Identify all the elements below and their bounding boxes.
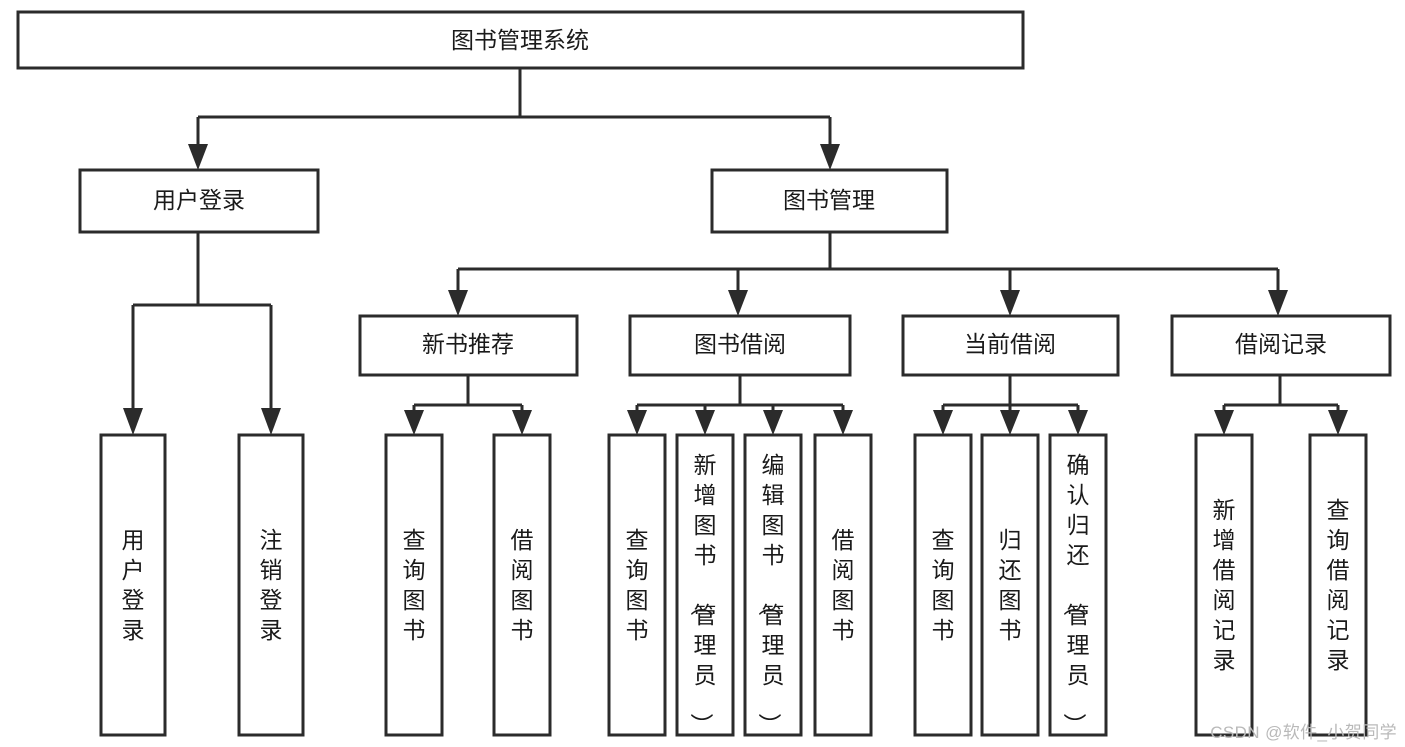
arrowhead-current-borrow	[1000, 290, 1020, 316]
node-leaf-borrow-book-1[interactable]: 借阅图书	[492, 433, 552, 737]
node-borrow-record[interactable]: 借阅记录	[1170, 314, 1392, 377]
arrowhead-leaf-add-record	[1214, 410, 1234, 435]
leaf-layer: 用户登录 注销登录 查询图书 借阅图书 查询图书 新增图书（管理员） 编辑图书（管理员） 借阅…	[99, 433, 1368, 737]
arrowhead-borrow-record	[1268, 290, 1288, 316]
arrowhead-leaf-logout	[261, 408, 281, 435]
node-leaf-add-record-label: 新增借阅记录	[1213, 497, 1236, 673]
node-leaf-return-book-label: 归还图书	[999, 527, 1022, 643]
arrowhead-user-login	[188, 144, 208, 170]
node-new-book-recommend-box[interactable]	[358, 314, 579, 377]
node-leaf-confirm-return[interactable]: 确认归还（管理员）	[1048, 433, 1108, 737]
node-root-box[interactable]	[16, 10, 1025, 70]
node-leaf-add-book-box[interactable]	[675, 433, 735, 737]
node-root-label: 图书管理系统	[451, 27, 589, 53]
node-book-borrow[interactable]: 图书借阅	[628, 314, 852, 377]
csdn-watermark: CSDN @软件_小贺同学	[1210, 723, 1397, 742]
node-leaf-confirm-return-box[interactable]	[1048, 433, 1108, 737]
node-leaf-logout-label: 注销登录	[260, 527, 283, 643]
arrowhead-leaf-confirm-return	[1068, 410, 1088, 435]
node-leaf-query-book-1-box[interactable]	[384, 433, 444, 737]
node-leaf-borrow-book-1-box[interactable]	[492, 433, 552, 737]
node-leaf-query-book-1-label: 查询图书	[403, 527, 426, 643]
node-leaf-add-book[interactable]: 新增图书（管理员）	[675, 433, 735, 737]
node-leaf-logout[interactable]: 注销登录	[237, 433, 305, 737]
node-user-login-box[interactable]	[78, 168, 320, 234]
node-leaf-borrow-book-2[interactable]: 借阅图书	[813, 433, 873, 737]
node-leaf-query-book-2-label: 查询图书	[626, 527, 649, 643]
node-user-login[interactable]: 用户登录	[78, 168, 320, 234]
arrowhead-leaf-return-book	[1000, 410, 1020, 435]
node-leaf-query-record-box[interactable]	[1308, 433, 1368, 737]
node-user-login-label: 用户登录	[153, 187, 245, 213]
node-leaf-query-record-label: 查询借阅记录	[1327, 497, 1350, 673]
node-leaf-query-book-3-label: 查询图书	[932, 527, 955, 643]
arrowhead-leaf-query-record	[1328, 410, 1348, 435]
arrowhead-leaf-user-login	[123, 408, 143, 435]
node-leaf-add-record[interactable]: 新增借阅记录	[1194, 433, 1254, 737]
node-leaf-confirm-return-label: 确认归还（管理员）	[1062, 452, 1090, 736]
node-new-book-recommend-label: 新书推荐	[422, 331, 514, 357]
node-leaf-query-book-1[interactable]: 查询图书	[384, 433, 444, 737]
node-book-manage[interactable]: 图书管理	[710, 168, 949, 234]
node-current-borrow[interactable]: 当前借阅	[901, 314, 1120, 377]
node-leaf-edit-book-label: 编辑图书（管理员）	[757, 452, 785, 736]
node-current-borrow-box[interactable]	[901, 314, 1120, 377]
node-new-book-recommend[interactable]: 新书推荐	[358, 314, 579, 377]
node-leaf-query-book-3[interactable]: 查询图书	[913, 433, 973, 737]
arrowhead-book-borrow	[728, 290, 748, 316]
arrowhead-new-book-recommend	[448, 290, 468, 316]
node-leaf-query-book-2[interactable]: 查询图书	[607, 433, 667, 737]
node-leaf-query-record[interactable]: 查询借阅记录	[1308, 433, 1368, 737]
node-book-manage-box[interactable]	[710, 168, 949, 234]
node-book-manage-label: 图书管理	[783, 187, 875, 213]
node-current-borrow-label: 当前借阅	[964, 331, 1056, 357]
node-leaf-add-book-label: 新增图书（管理员）	[689, 452, 717, 736]
node-leaf-edit-book[interactable]: 编辑图书（管理员）	[743, 433, 803, 737]
node-leaf-add-record-box[interactable]	[1194, 433, 1254, 737]
node-leaf-borrow-book-2-label: 借阅图书	[832, 527, 855, 643]
arrowhead-book-manage	[820, 144, 840, 170]
node-leaf-edit-book-box[interactable]	[743, 433, 803, 737]
arrowhead-leaf-add-book	[695, 410, 715, 435]
node-leaf-borrow-book-1-label: 借阅图书	[511, 527, 534, 643]
node-leaf-user-login-label: 用户登录	[122, 527, 145, 643]
arrowhead-leaf-edit-book	[763, 410, 783, 435]
node-leaf-user-login-box[interactable]	[99, 433, 167, 737]
node-leaf-logout-box[interactable]	[237, 433, 305, 737]
arrowhead-leaf-query-book-3	[933, 410, 953, 435]
arrowhead-leaf-borrow-book-2	[833, 410, 853, 435]
node-root[interactable]: 图书管理系统	[16, 10, 1025, 70]
arrowhead-leaf-query-book-1	[404, 410, 424, 435]
node-borrow-record-box[interactable]	[1170, 314, 1392, 377]
node-leaf-query-book-2-box[interactable]	[607, 433, 667, 737]
node-book-borrow-label: 图书借阅	[694, 331, 786, 357]
node-leaf-user-login[interactable]: 用户登录	[99, 433, 167, 737]
node-leaf-return-book-box[interactable]	[980, 433, 1040, 737]
arrowhead-leaf-borrow-book-1	[512, 410, 532, 435]
arrowhead-leaf-query-book-2	[627, 410, 647, 435]
node-leaf-borrow-book-2-box[interactable]	[813, 433, 873, 737]
connector-layer	[123, 68, 1348, 435]
node-book-borrow-box[interactable]	[628, 314, 852, 377]
node-leaf-query-book-3-box[interactable]	[913, 433, 973, 737]
node-leaf-return-book[interactable]: 归还图书	[980, 433, 1040, 737]
node-borrow-record-label: 借阅记录	[1235, 331, 1327, 357]
